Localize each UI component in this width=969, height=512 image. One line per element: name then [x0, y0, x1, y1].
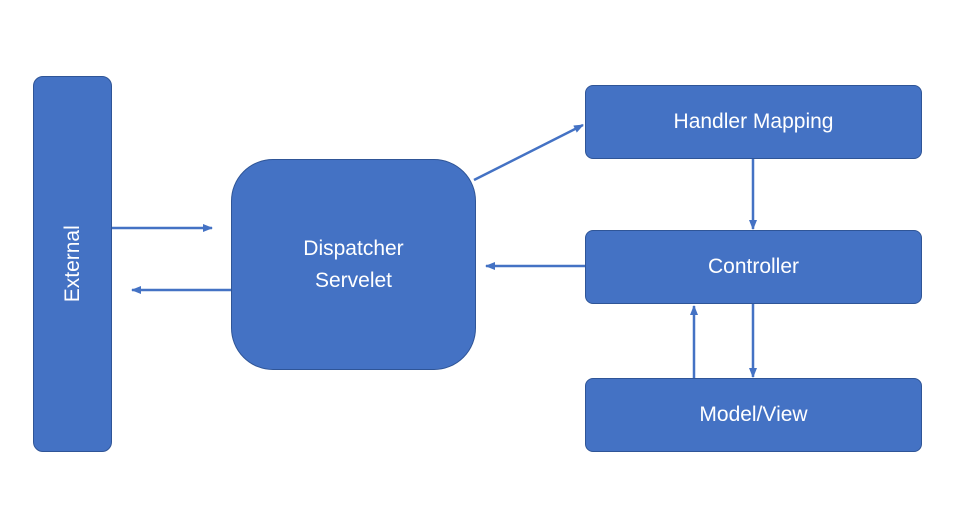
dispatcher-label-line1: Dispatcher: [303, 237, 404, 260]
external-label: External: [60, 225, 84, 303]
controller-label: Controller: [707, 255, 800, 279]
handler-mapping-label: Handler Mapping: [673, 110, 834, 134]
handler-mapping-box: Handler Mapping: [585, 85, 922, 159]
dispatcher-servelet-box: Dispatcher Servelet: [231, 159, 476, 370]
controller-box: Controller: [585, 230, 922, 304]
model-view-label: Model/View: [699, 403, 808, 427]
arrow-dispatcher-to-handler-mapping: [473, 123, 584, 182]
dispatcher-label-line2: Servelet: [314, 268, 393, 292]
model-view-box: Model/View: [585, 378, 922, 452]
external-box: External: [33, 76, 112, 452]
